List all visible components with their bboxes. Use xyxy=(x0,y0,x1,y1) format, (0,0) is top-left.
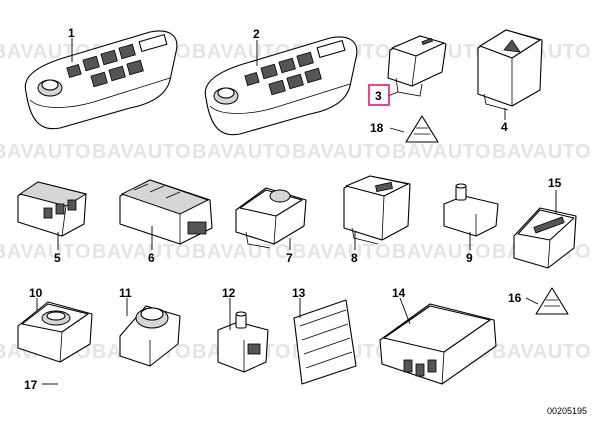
part-13-cover-plate[interactable] xyxy=(293,299,357,385)
part-18-warning-label[interactable] xyxy=(405,115,439,143)
part-6-connector[interactable] xyxy=(119,179,213,245)
part-2-window-switch-panel[interactable] xyxy=(204,36,358,136)
callout-label-9: 9 xyxy=(466,251,473,265)
callout-label-10: 10 xyxy=(29,286,43,300)
callout-label-6: 6 xyxy=(148,251,155,265)
callout-label-17: 17 xyxy=(24,378,38,392)
part-8-switch[interactable] xyxy=(343,175,411,245)
callout-label-4: 4 xyxy=(501,120,508,134)
watermark-text: BAVAUTO xyxy=(392,141,491,163)
callout-label-18: 18 xyxy=(370,121,384,135)
watermark-text: BAVAUTO xyxy=(292,241,391,263)
watermark-text: BAVAUTO xyxy=(492,141,591,163)
callout-label-12: 12 xyxy=(222,286,236,300)
leader-lines xyxy=(36,38,557,385)
callout-numbers: 1 2 3 4 5 6 7 8 9 10 11 12 13 14 15 16 1… xyxy=(24,26,562,392)
watermark-text: BAVAUTO xyxy=(92,241,191,263)
callout-label-14: 14 xyxy=(392,286,406,300)
part-7-switch[interactable] xyxy=(235,187,307,249)
callout-label-11: 11 xyxy=(119,286,132,300)
watermark-text: BAVAUTO xyxy=(192,141,291,163)
part-9-push-button[interactable] xyxy=(443,183,499,237)
callout-label-16: 16 xyxy=(508,291,522,305)
callout-label-1: 1 xyxy=(68,26,75,40)
callout-label-8: 8 xyxy=(351,251,358,265)
part-12-push-switch[interactable] xyxy=(217,311,269,373)
callout-label-13: 13 xyxy=(292,286,306,300)
part-16-warning-label[interactable] xyxy=(535,287,569,315)
callout-label-2: 2 xyxy=(253,27,260,41)
watermark-text: BAVAUTO xyxy=(192,241,291,263)
part-3-switch[interactable] xyxy=(387,35,447,97)
part-14-control-unit[interactable] xyxy=(379,303,497,385)
reference-code: 00205195 xyxy=(547,406,587,416)
callout-label-15: 15 xyxy=(548,176,562,190)
callout-label-3: 3 xyxy=(375,89,382,103)
callout-label-7: 7 xyxy=(286,251,293,265)
highlight-box xyxy=(368,84,390,106)
watermark-text: BAVAUTO xyxy=(492,341,591,363)
part-4-hazard-switch[interactable] xyxy=(477,29,543,111)
watermark-text: BAVAUTO xyxy=(0,241,91,263)
watermark-text: BAVAUTO xyxy=(392,241,491,263)
part-15-switch[interactable] xyxy=(513,207,577,269)
watermark-text: BAVAUTO xyxy=(292,141,391,163)
callout-label-5: 5 xyxy=(54,251,61,265)
part-1-window-switch-panel[interactable] xyxy=(24,30,178,130)
part-11-rotary-knob[interactable] xyxy=(119,305,181,367)
part-10-knob-switch[interactable] xyxy=(17,301,93,363)
watermark-text: BAVAUTO xyxy=(0,141,91,163)
part-5-switch[interactable] xyxy=(17,181,88,237)
watermark-text: BAVAUTO xyxy=(92,141,191,163)
